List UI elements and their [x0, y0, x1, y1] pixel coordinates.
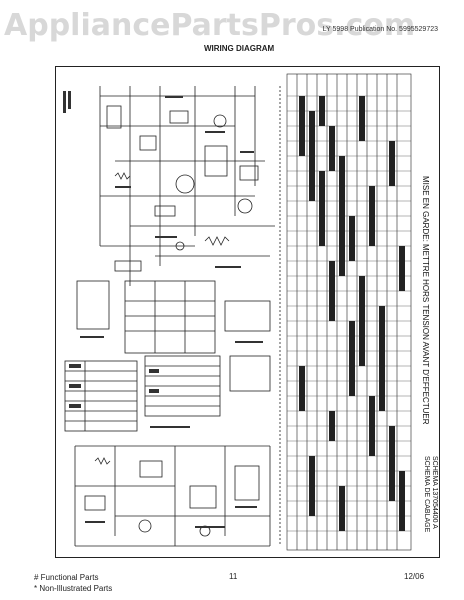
- schema-title-caption: SCHEMA DE CABLAGE: [423, 456, 430, 533]
- timing-bars: [299, 96, 405, 531]
- wiring-diagram-sheet: MISE EN GARDE: METTRE HORS TENSION AVANT…: [55, 66, 440, 558]
- model-publication-line: LY 5998 Publication No. 5995529723: [322, 26, 438, 33]
- non-illustrated-parts-note: * Non-Illustrated Parts: [34, 584, 113, 593]
- schematic-labels: [63, 91, 263, 528]
- watermark-logo: AppliancePartsPros.com: [4, 8, 416, 43]
- sheet-border: [55, 66, 440, 558]
- timing-chart: [286, 73, 412, 551]
- revision-date: 12/06: [404, 572, 425, 581]
- schema-number-caption: SCHEMA 137054400 A: [431, 456, 438, 529]
- page-number: 11: [229, 572, 238, 581]
- functional-parts-note: # Functional Parts: [34, 573, 99, 582]
- footer-legend: # Functional Parts * Non-Illustrated Par…: [34, 572, 112, 594]
- warning-caption: MISE EN GARDE: METTRE HORS TENSION AVANT…: [421, 176, 430, 425]
- page-title: WIRING DIAGRAM: [204, 44, 275, 53]
